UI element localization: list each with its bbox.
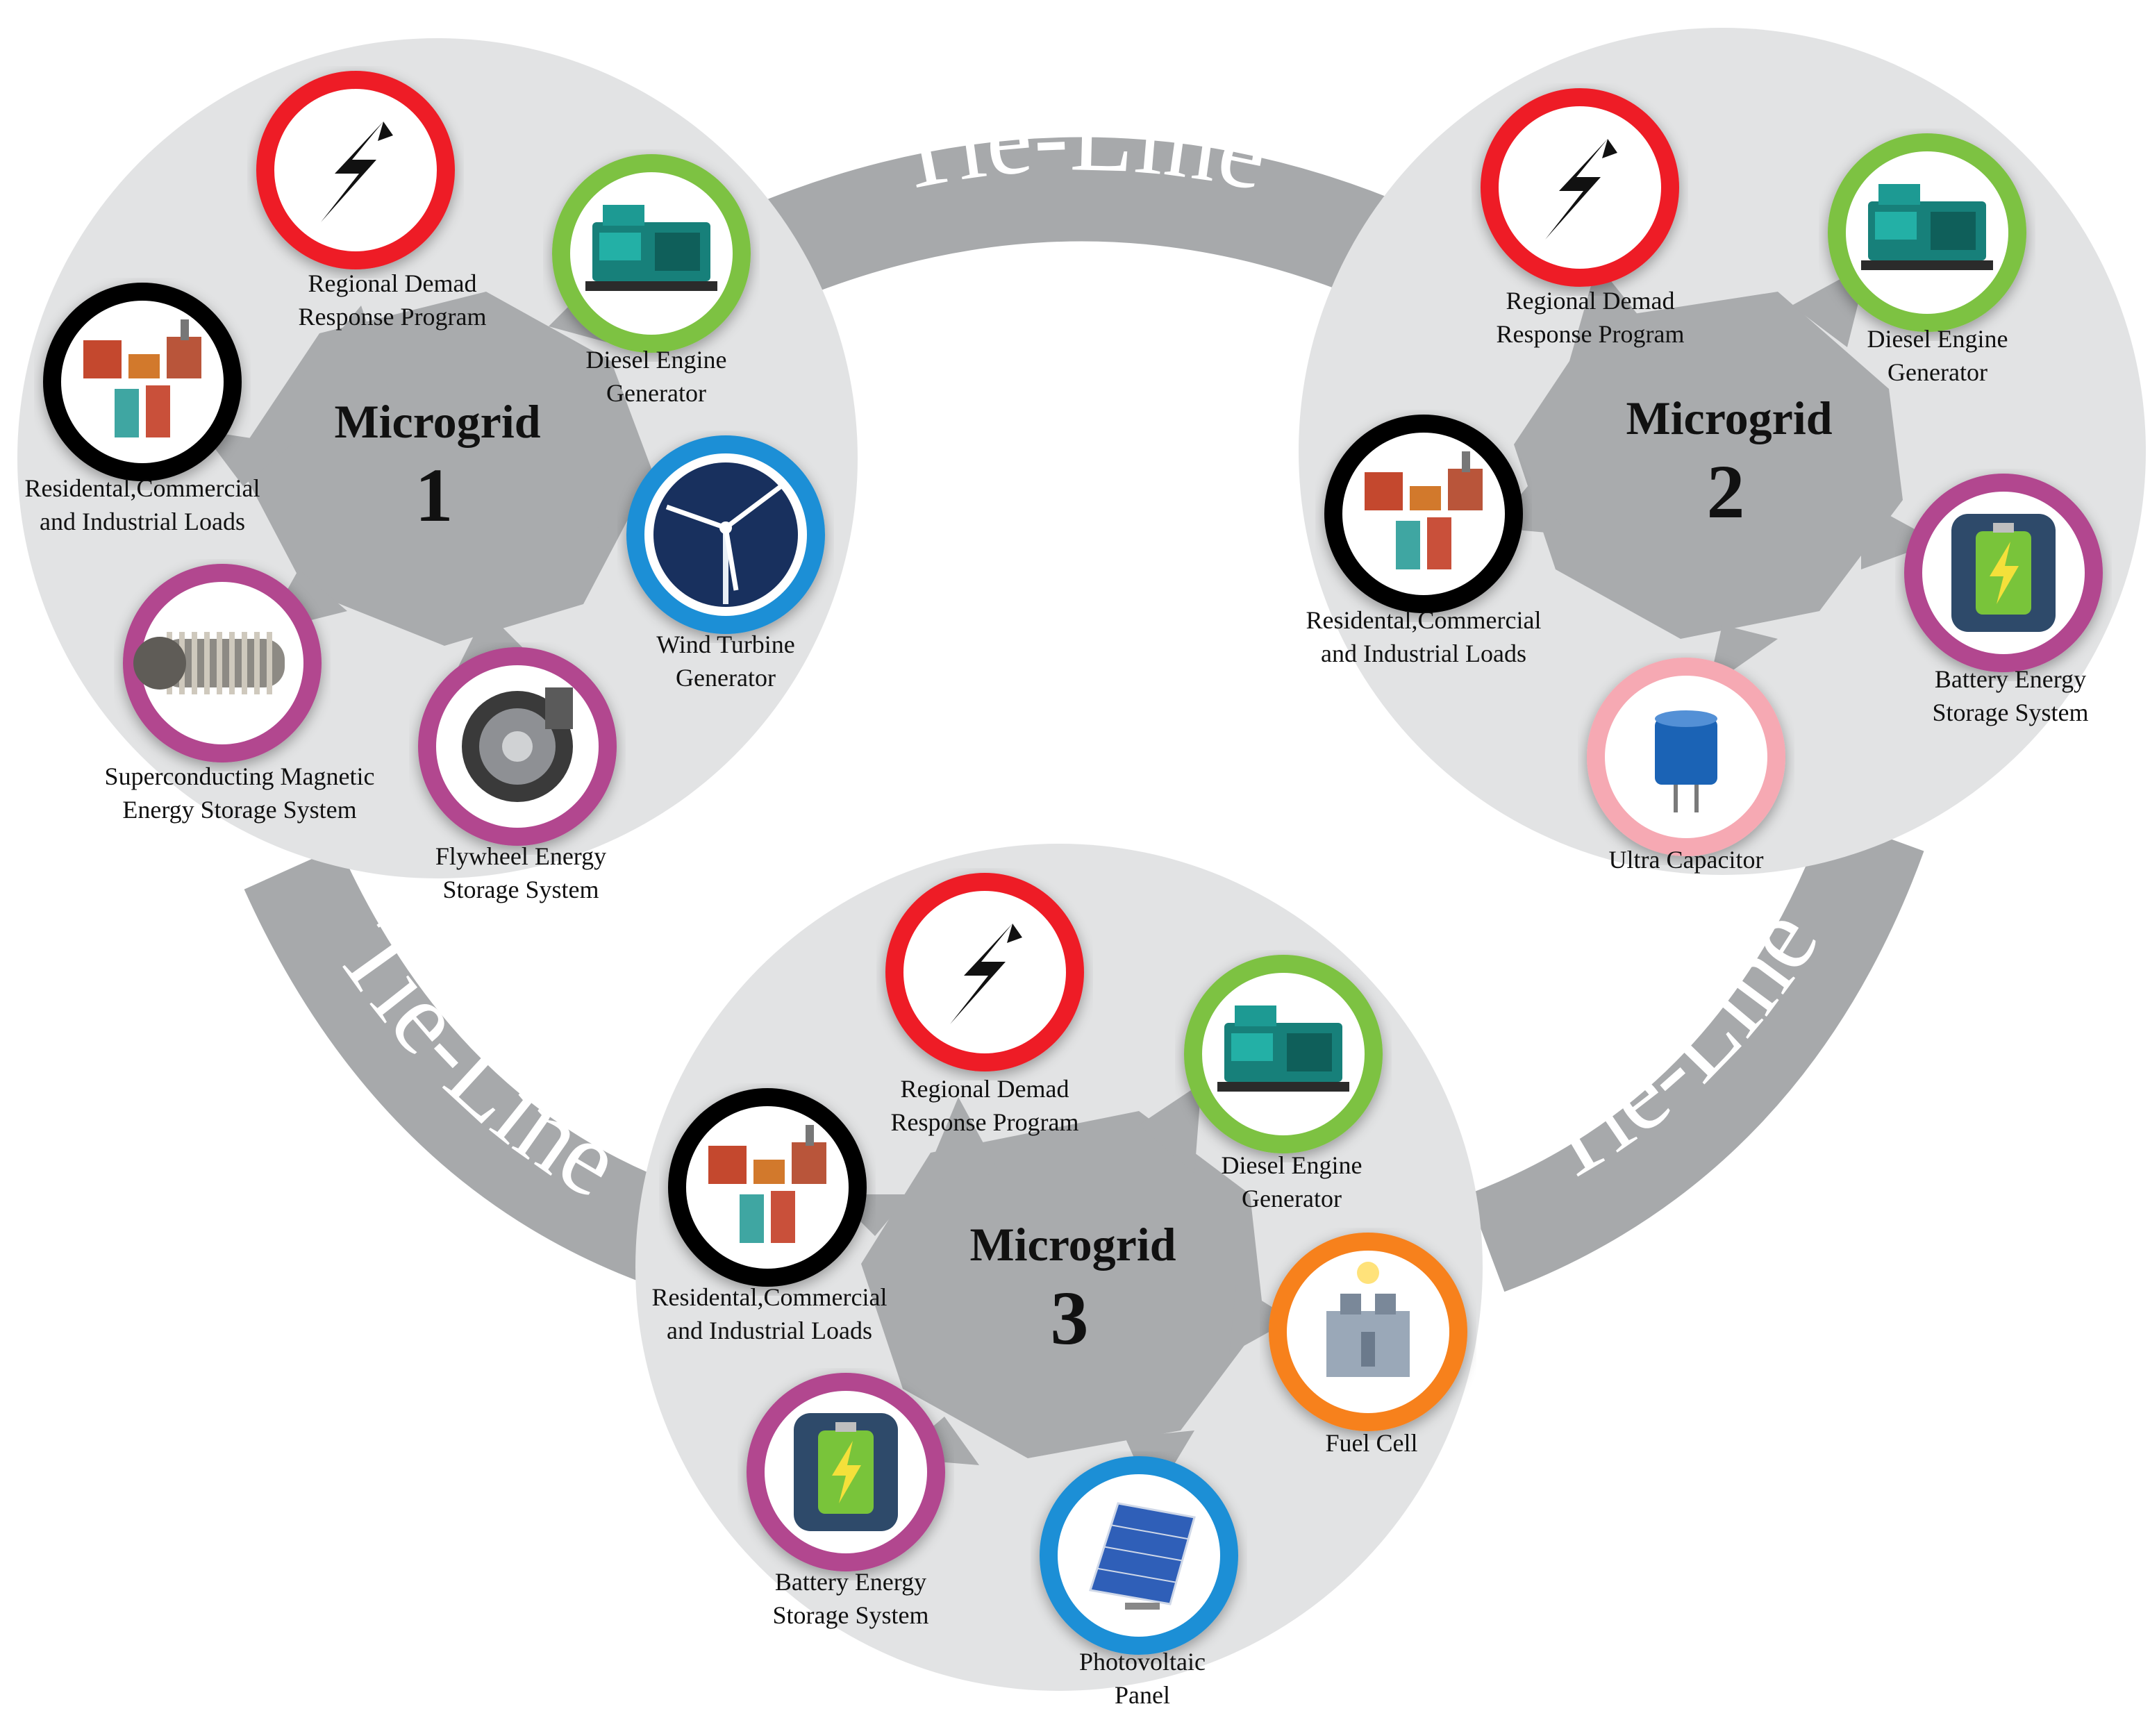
arrow-head bbox=[1569, 264, 1653, 361]
tie-line-band-1-3 bbox=[244, 846, 685, 1285]
component-label: Flywheel Energy bbox=[435, 842, 606, 870]
component-label: Fuel Cell bbox=[1326, 1429, 1418, 1457]
component-label: Regional Demad bbox=[901, 1075, 1069, 1103]
arrow-head bbox=[1229, 1285, 1292, 1354]
component-label: Residental,Commercial bbox=[25, 474, 260, 502]
component-label: Diesel Engine bbox=[1222, 1151, 1362, 1179]
lightning-icon bbox=[321, 122, 393, 222]
arrow-head bbox=[924, 1097, 1000, 1180]
diesel-generator-icon bbox=[585, 205, 717, 291]
lightning-icon bbox=[1545, 139, 1617, 240]
wind-turbine-icon bbox=[653, 462, 798, 607]
microgrid-3-arrow-shape bbox=[861, 1111, 1264, 1458]
microgrid-2-title: Microgrid bbox=[1626, 392, 1832, 444]
component-badge: Ultra Capacitor bbox=[1587, 658, 1785, 874]
buildings-icon bbox=[1365, 451, 1483, 569]
component-label: Storage System bbox=[773, 1601, 929, 1629]
microgrid-titles: Microgrid 1 Microgrid 2 Microgrid 3 bbox=[334, 392, 1832, 1360]
battery-icon bbox=[794, 1413, 898, 1531]
component-label: Generator bbox=[1242, 1185, 1342, 1212]
component-ring bbox=[43, 283, 242, 481]
smes-coil-icon bbox=[133, 632, 285, 694]
component-ring bbox=[668, 1088, 867, 1287]
lightning-icon bbox=[950, 924, 1022, 1024]
component-label: and Industrial Loads bbox=[667, 1317, 872, 1344]
solar-panel-icon bbox=[1089, 1502, 1196, 1610]
arrow-head bbox=[1139, 1083, 1201, 1174]
component-label: Generator bbox=[676, 664, 776, 692]
component-label: and Industrial Loads bbox=[1321, 640, 1526, 667]
microgrid-3-number: 3 bbox=[1051, 1276, 1089, 1360]
component-label: Regional Demad bbox=[308, 269, 477, 297]
ultracapacitor-icon bbox=[1655, 710, 1717, 812]
microgrid-2-number: 2 bbox=[1707, 449, 1745, 534]
buildings-icon bbox=[83, 319, 201, 437]
component-label: and Industrial Loads bbox=[40, 508, 245, 535]
component-badge: Residental,Commercial and Industrial Load… bbox=[652, 1088, 888, 1344]
component-label: Ultra Capacitor bbox=[1609, 846, 1764, 874]
component-ring bbox=[1324, 415, 1523, 613]
component-label: Battery Energy bbox=[1935, 665, 2086, 693]
component-label: Panel bbox=[1115, 1681, 1170, 1709]
component-label: Photovoltaic bbox=[1079, 1648, 1206, 1676]
component-badge: Residental,Commercial and Industrial Load… bbox=[25, 283, 260, 535]
component-label: Superconducting Magnetic bbox=[105, 762, 375, 790]
diesel-generator-icon bbox=[1217, 1005, 1349, 1092]
battery-icon bbox=[1951, 514, 2056, 632]
component-label: Response Program bbox=[891, 1108, 1079, 1136]
component-label: Diesel Engine bbox=[1867, 325, 2008, 353]
microgrid-1-number: 1 bbox=[415, 453, 453, 537]
flywheel-icon bbox=[462, 687, 573, 802]
microgrid-2-arrow-shape bbox=[1514, 292, 1903, 639]
component-label: Regional Demad bbox=[1506, 287, 1675, 315]
component-label: Response Program bbox=[299, 303, 487, 331]
component-label: Generator bbox=[606, 379, 706, 407]
component-badge: Fuel Cell bbox=[1269, 1233, 1467, 1457]
buildings-icon bbox=[708, 1125, 826, 1243]
component-label: Storage System bbox=[443, 876, 599, 903]
component-label: Response Program bbox=[1497, 320, 1685, 348]
component-label: Energy Storage System bbox=[122, 796, 356, 824]
microgrid-1-title: Microgrid bbox=[334, 395, 540, 448]
tie-line-band-2-3 bbox=[1467, 815, 1924, 1292]
microgrid-3-title: Microgrid bbox=[969, 1218, 1176, 1271]
component-label: Residental,Commercial bbox=[1306, 606, 1542, 634]
tie-line-bands bbox=[244, 137, 1924, 1292]
component-label: Generator bbox=[1888, 358, 1988, 386]
fuel-cell-icon bbox=[1326, 1262, 1410, 1377]
component-label: Storage System bbox=[1933, 699, 2089, 726]
component-label: Residental,Commercial bbox=[652, 1283, 888, 1311]
component-badge: Residental,Commercial and Industrial Load… bbox=[1306, 415, 1542, 667]
arrow-head bbox=[201, 431, 292, 486]
tie-line-band-1-2 bbox=[743, 137, 1417, 306]
component-label: Wind Turbine bbox=[656, 631, 795, 658]
component-label: Diesel Engine bbox=[586, 346, 727, 374]
tie-line-label: Tie-Line bbox=[883, 77, 1277, 213]
component-label: Battery Energy bbox=[775, 1568, 926, 1596]
diesel-generator-icon bbox=[1861, 184, 1993, 270]
arrow-head bbox=[292, 306, 389, 389]
arrow-head bbox=[1861, 500, 1938, 569]
